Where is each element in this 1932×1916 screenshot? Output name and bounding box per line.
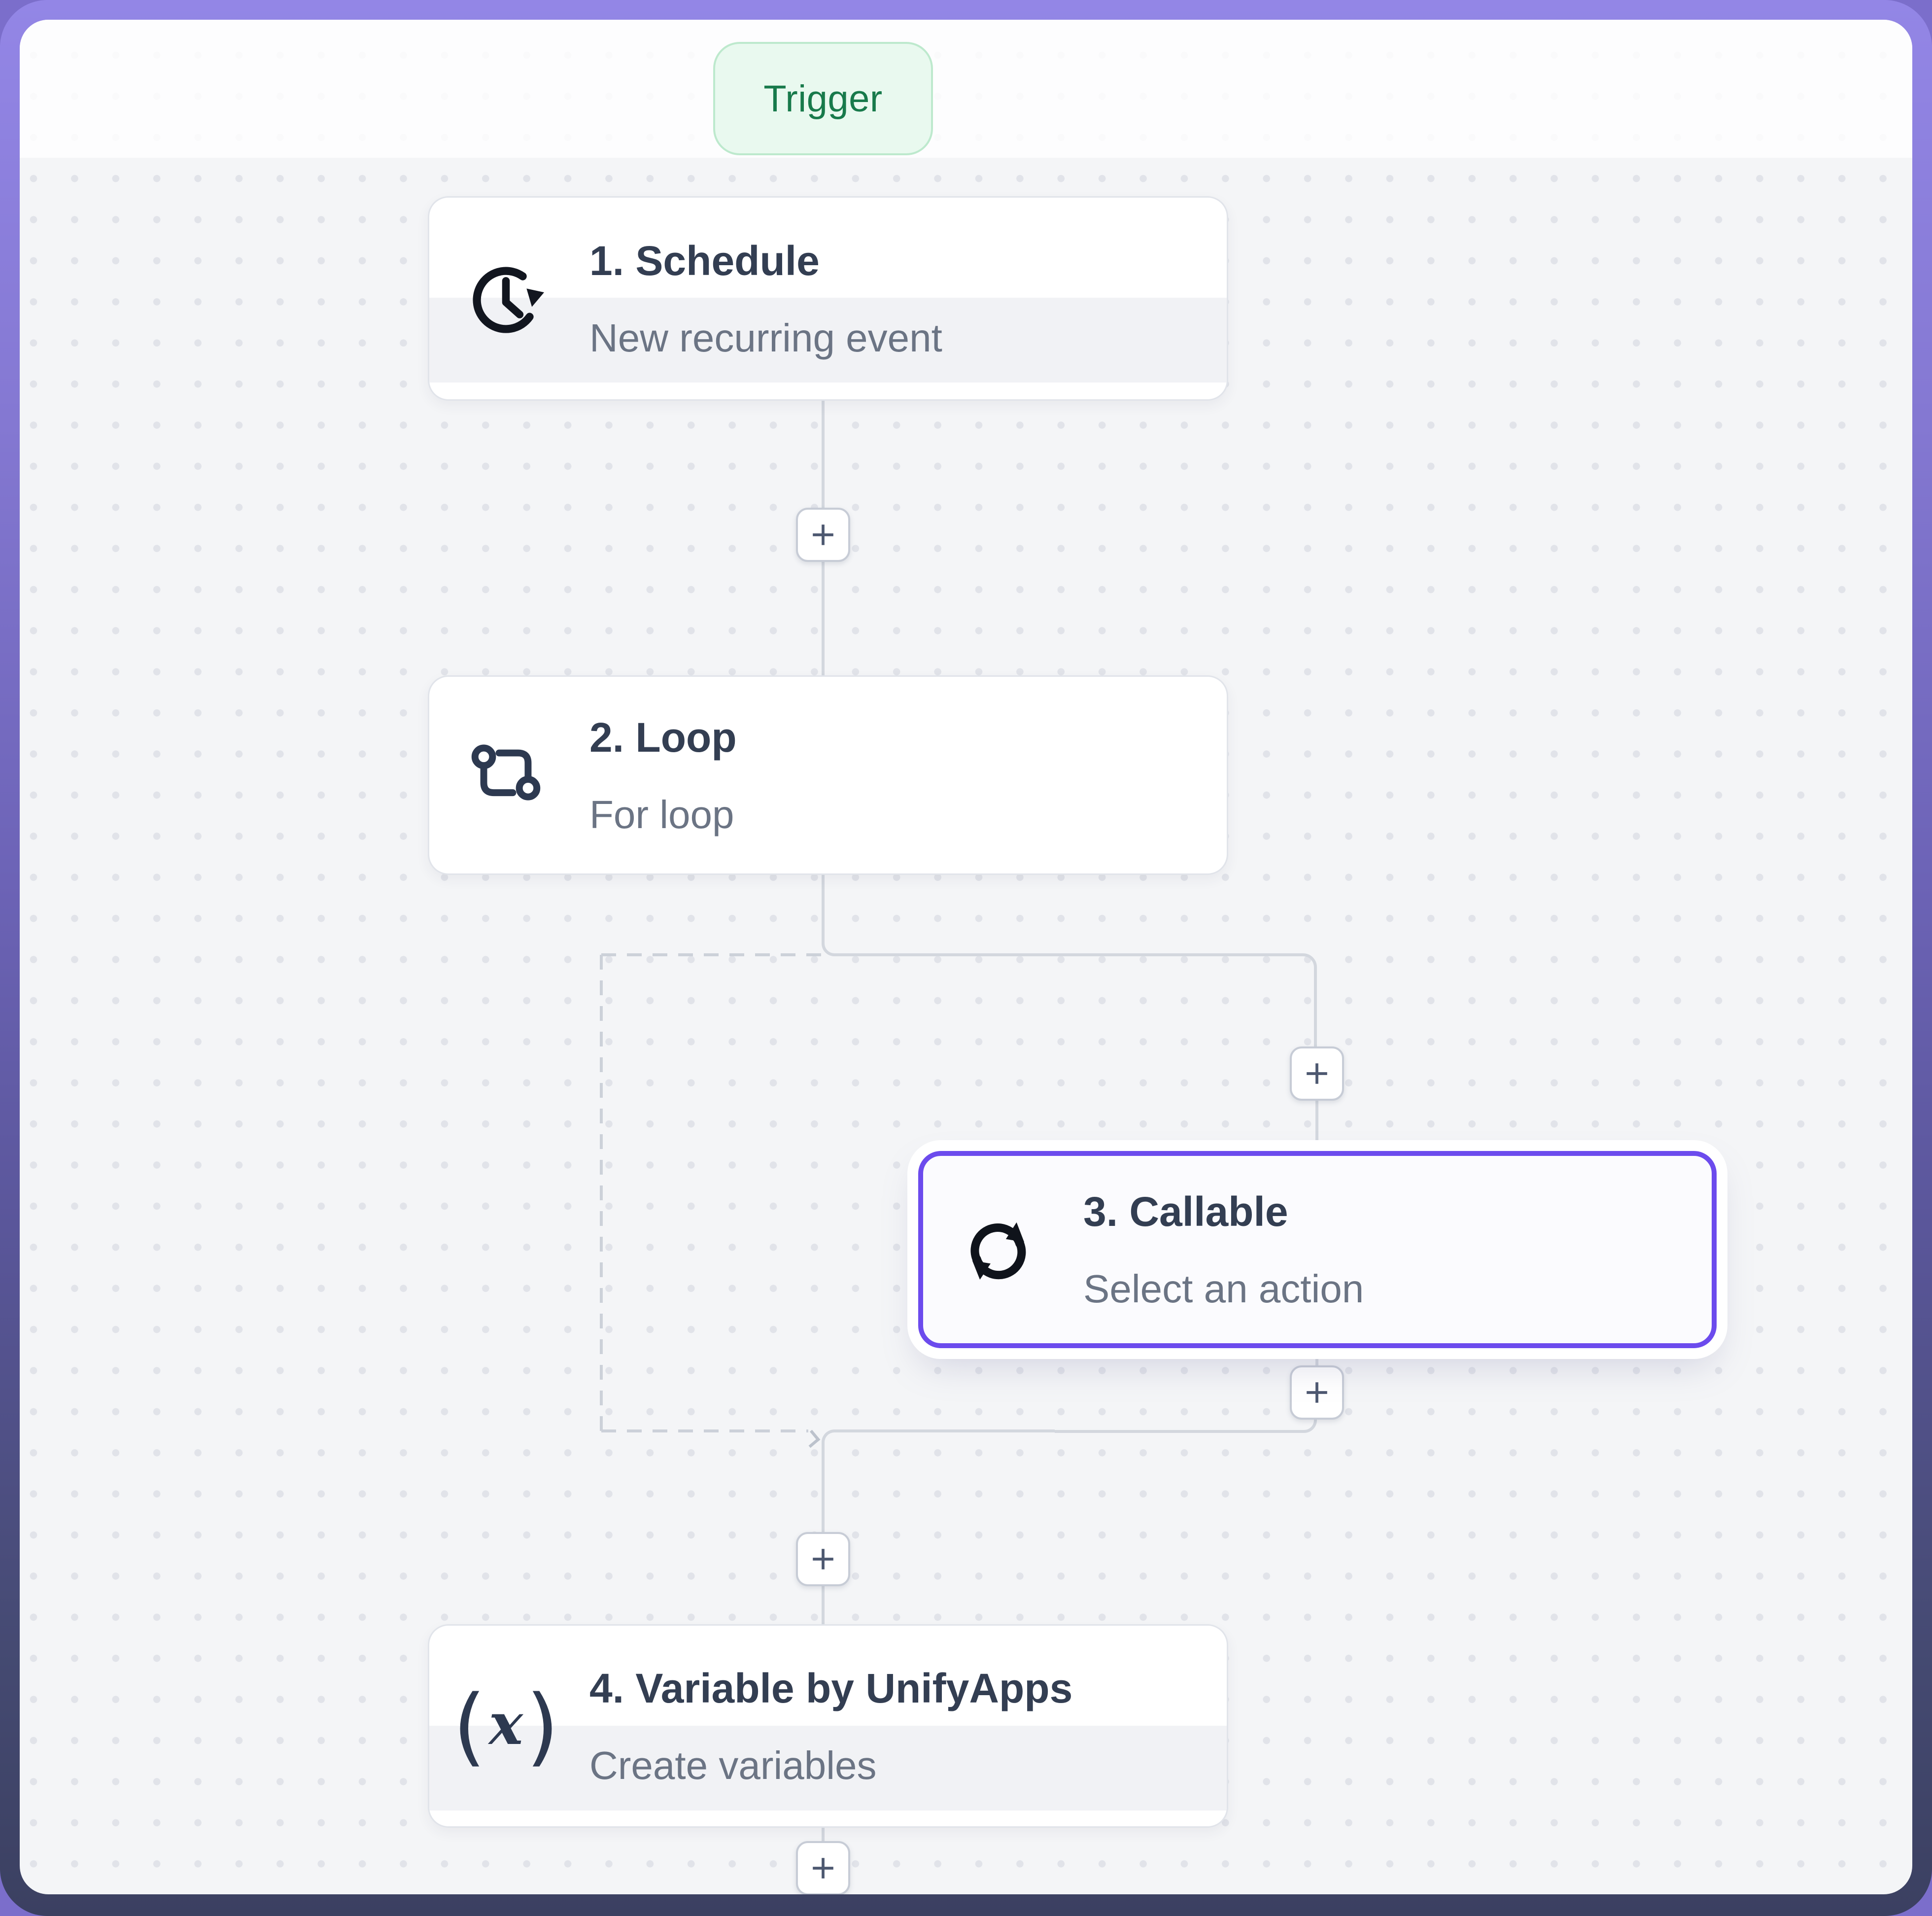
connector-loop-branch-right — [1055, 953, 1317, 1046]
subtitle-band — [429, 298, 1227, 383]
add-step-button-1[interactable] — [796, 508, 850, 562]
node-subtitle: Create variables — [589, 1743, 877, 1787]
loop-dashed-bottom — [601, 1429, 808, 1432]
node-subtitle: New recurring event — [589, 315, 942, 360]
node-card-schedule[interactable]: 1. Schedule New recurring event — [428, 196, 1228, 401]
node-card-loop[interactable]: 2. Loop For loop — [428, 675, 1228, 875]
loop-icon — [468, 737, 544, 813]
connector-node4-plus4 — [822, 1828, 825, 1841]
connector-plus2-node3 — [1315, 1101, 1318, 1151]
connector-loop-branch-down — [822, 875, 1055, 956]
sync-icon — [962, 1212, 1038, 1288]
node-subtitle: For loop — [589, 792, 734, 836]
trigger-pill[interactable]: Trigger — [713, 42, 933, 155]
connector-plus1-node2 — [822, 562, 825, 675]
paren-close-glyph: ) — [526, 1676, 559, 1776]
node-title: 4. Variable by UnifyApps — [589, 1665, 1073, 1711]
paren-open-glyph: ( — [452, 1676, 486, 1776]
plus-icon — [813, 1858, 833, 1879]
plus-icon — [813, 524, 833, 545]
connector-node3-plus — [1315, 1348, 1318, 1365]
plus-icon — [1307, 1063, 1327, 1084]
x-glyph: x — [488, 1690, 523, 1758]
loop-return-arrow-icon — [802, 1429, 821, 1448]
connector-merge-left — [822, 1429, 1055, 1532]
add-step-button-4[interactable] — [796, 1532, 850, 1586]
connector-plus3-node4 — [822, 1586, 825, 1624]
add-step-button-2[interactable] — [1290, 1046, 1344, 1101]
node-subtitle: Select an action — [1083, 1267, 1364, 1311]
plus-icon — [1307, 1382, 1327, 1403]
clock-recurring-icon — [468, 260, 544, 337]
trigger-band — [20, 20, 1912, 158]
connector-node1-plus1 — [822, 401, 825, 508]
add-step-button-3[interactable] — [1290, 1365, 1344, 1420]
add-step-button-5[interactable] — [796, 1841, 850, 1894]
connector-merge-down — [1055, 1420, 1317, 1433]
node-card-variable[interactable]: ( x ) 4. Variable by UnifyApps Create va… — [428, 1624, 1228, 1828]
plus-icon — [813, 1549, 833, 1569]
node-title: 1. Schedule — [589, 237, 820, 284]
node-title: 2. Loop — [589, 714, 737, 761]
variable-x-icon: ( x ) — [453, 1684, 559, 1769]
node-card-callable[interactable]: 3. Callable Select an action — [918, 1151, 1717, 1348]
loop-dashed-top — [601, 953, 823, 956]
loop-dashed-left — [600, 955, 603, 1431]
subtitle-band — [429, 1726, 1227, 1811]
node-title: 3. Callable — [1083, 1188, 1288, 1235]
workflow-canvas[interactable]: Trigger — [20, 20, 1912, 1894]
